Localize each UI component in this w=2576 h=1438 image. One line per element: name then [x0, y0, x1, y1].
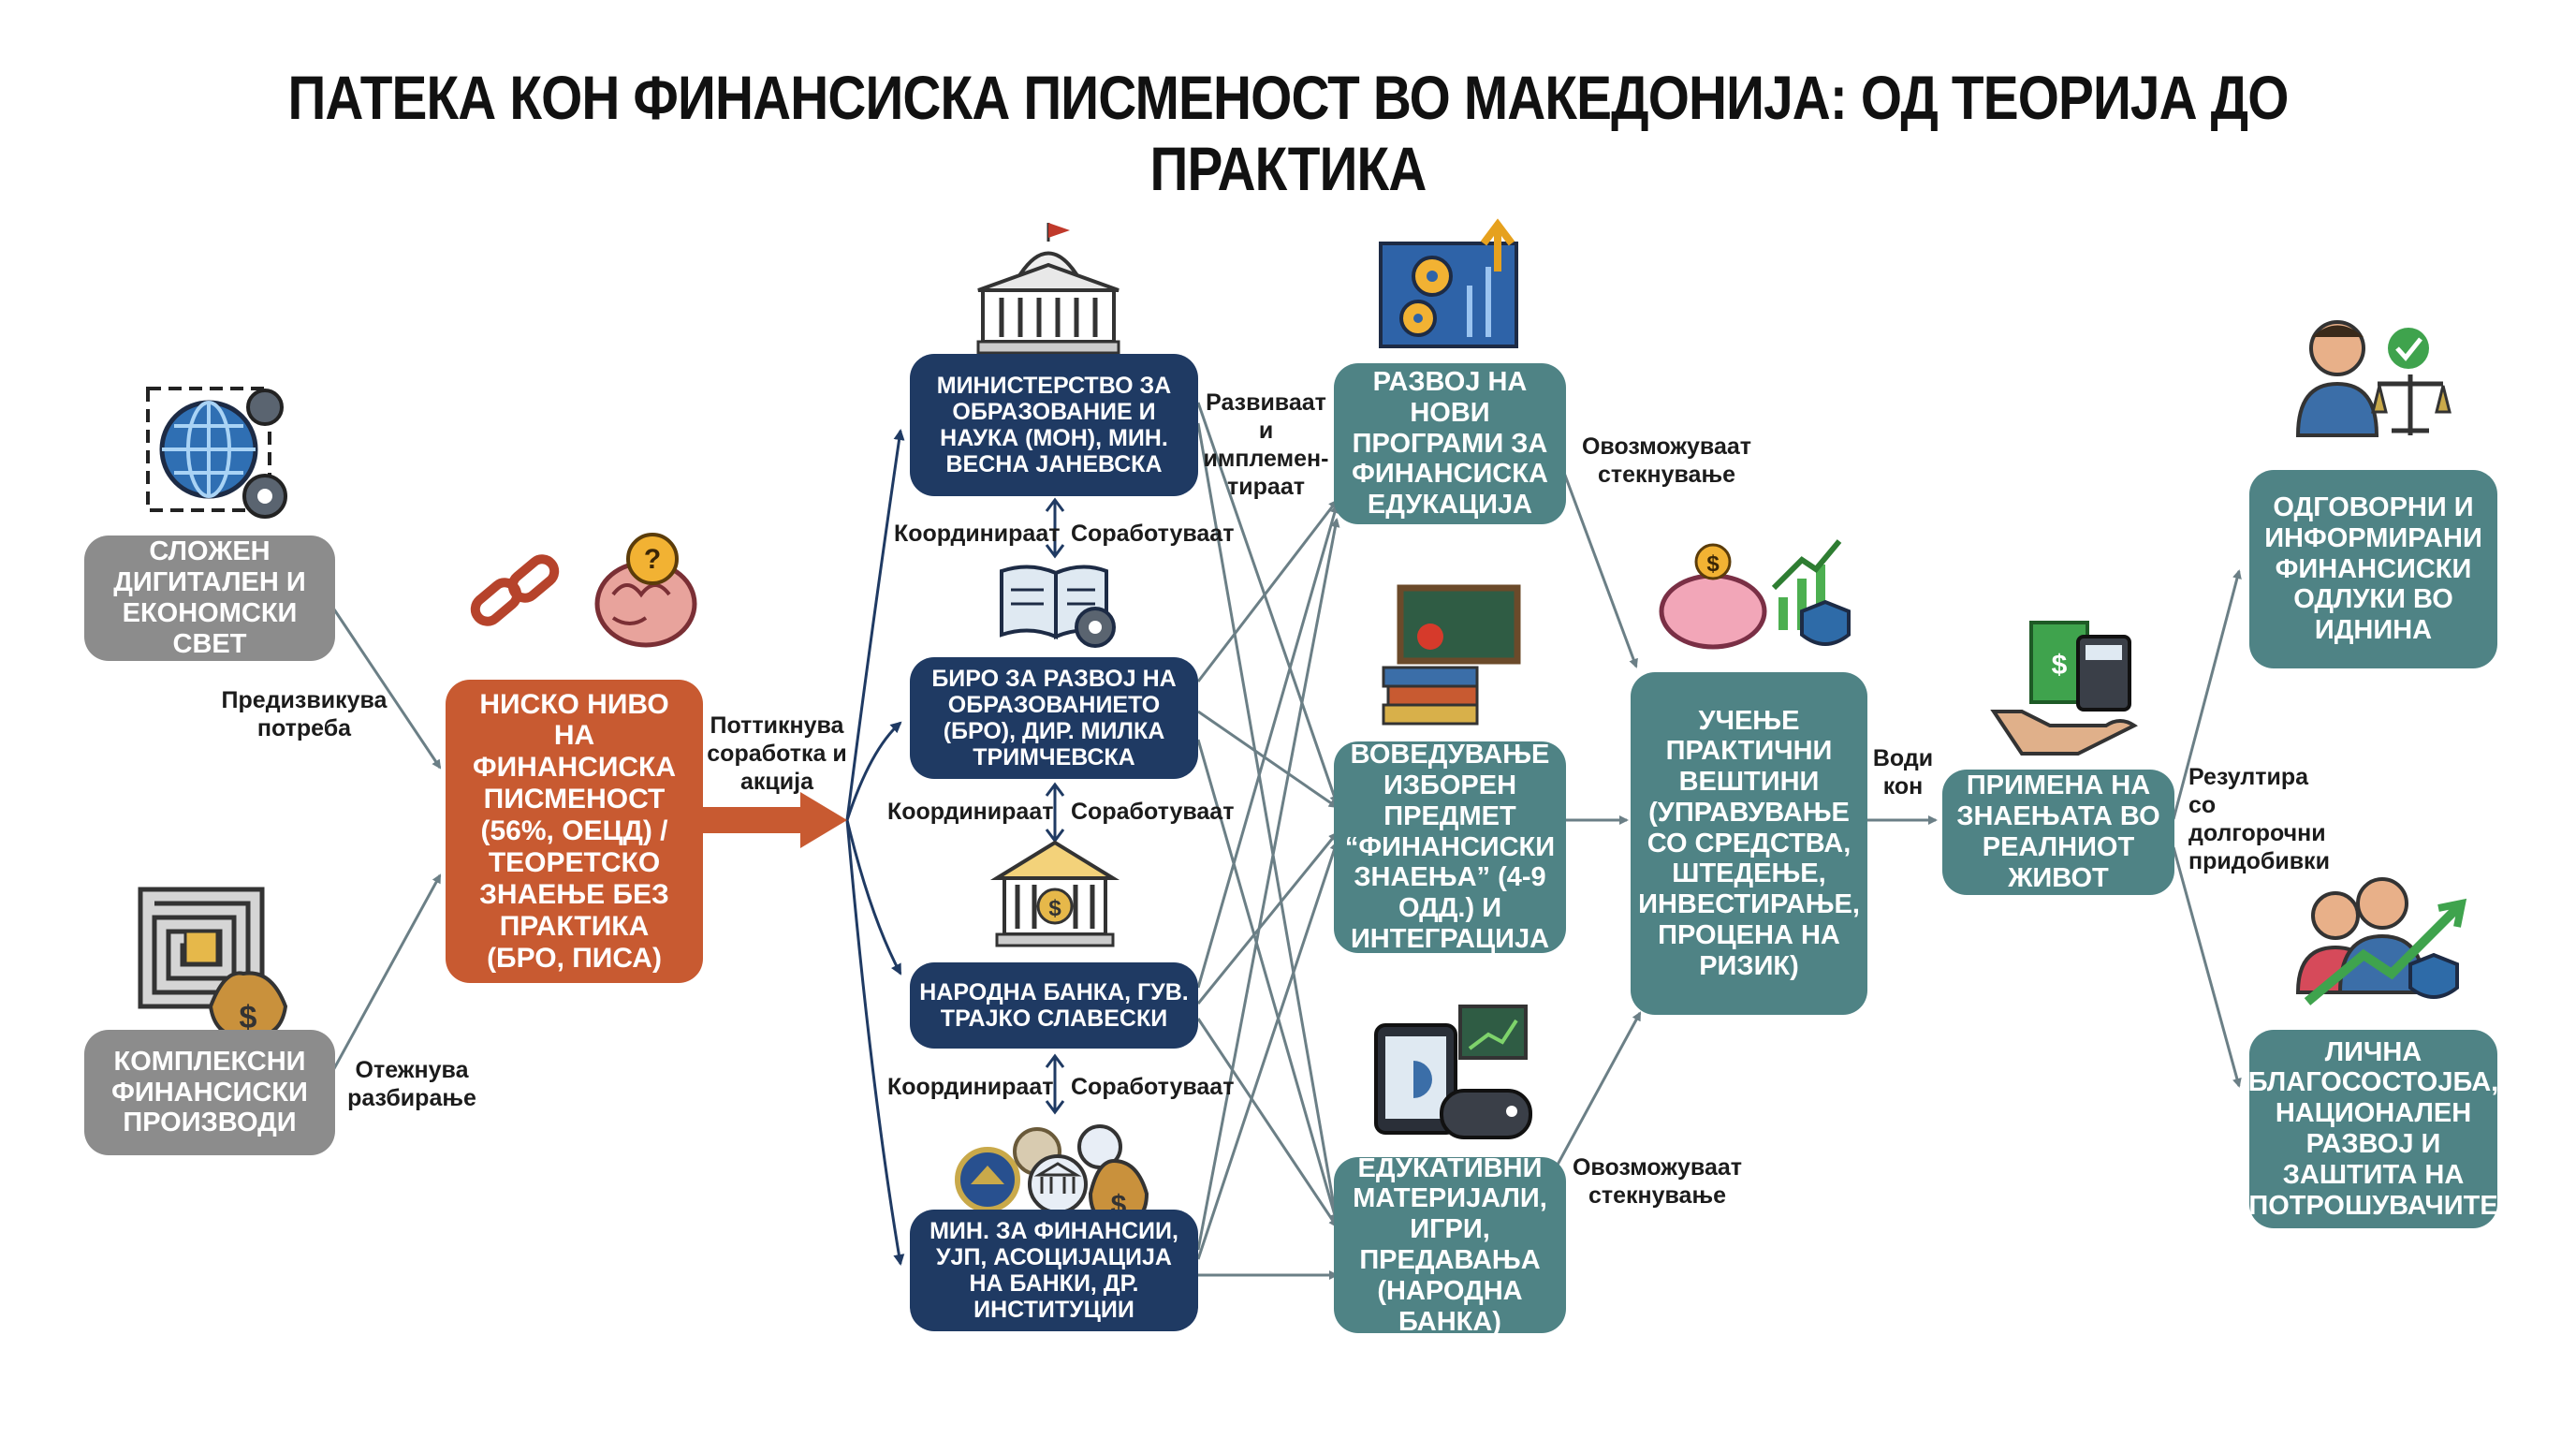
box-practical-skills: УЧЕЊЕ ПРАКТИЧНИ ВЕШТИНИ (УПРАВУВАЊЕ СО С…	[1631, 672, 1867, 1015]
arrow-nbank-materials	[1196, 1018, 1339, 1228]
maze-money-icon: $	[138, 887, 288, 1039]
label-cooperate-3: Соработуваат	[1071, 1074, 1235, 1100]
label-enable-acquisition-1: Овозможуваат стекнување	[1581, 433, 1752, 488]
box-digital-world: СЛОЖЕН ДИГИТАЛЕН И ЕКОНОМСКИ СВЕТ	[84, 536, 335, 661]
box-nbank: НАРОДНА БАНКА, ГУВ. ТРАЈКО СЛАВЕСКИ	[910, 962, 1198, 1049]
arrow-apply-decisions	[2172, 569, 2242, 820]
big-orange-arrow	[702, 792, 847, 848]
chalkboard-books-icon	[1382, 584, 1521, 726]
label-coordinate-2: Координираат	[887, 799, 1054, 825]
arrow-mon-subject	[1196, 402, 1339, 805]
box-low-literacy: НИСКО НИВО НА ФИНАНСИСКА ПИСМЕНОСТ (56%,…	[446, 680, 703, 983]
svg-text:$: $	[240, 1000, 257, 1035]
arrow-fan-nbank	[845, 819, 902, 976]
box-complex-products: КОМПЛЕКСНИ ФИНАНСИСКИ ПРОИЗВОДИ	[84, 1030, 335, 1155]
box-mon: МИНИСТЕРСТВО ЗА ОБРАЗОВАНИЕ И НАУКА (МОН…	[910, 354, 1198, 496]
tablet-gamepad-icon	[1374, 1005, 1532, 1139]
arrow-nbank-programs	[1196, 504, 1339, 989]
piggybank-growth-icon: $	[1659, 539, 1851, 650]
arrow-minfin-programs	[1196, 518, 1340, 1251]
arrow-materials-skills	[1550, 1011, 1642, 1176]
label-coordinate-1: Координираат	[894, 521, 1061, 547]
arrow-fan-bro	[845, 721, 902, 821]
label-cooperate-2: Соработуваат	[1071, 799, 1235, 825]
arrow-digital-low	[330, 606, 442, 770]
svg-text:$: $	[2052, 650, 2068, 681]
arrow-products-low	[330, 873, 442, 1073]
label-cooperate-1: Соработуваат	[1071, 521, 1235, 547]
label-prompts-cooperation: Поттикнува соработка и акција	[707, 712, 847, 795]
money-hand-calculator-icon: $	[1990, 621, 2138, 756]
box-minfin: МИН. ЗА ФИНАНСИИ, УЈП, АСОЦИЈАЦИЈА НА БА…	[910, 1210, 1198, 1331]
label-causes-need: Предизвикува потреба	[221, 687, 388, 741]
person-scales-icon	[2295, 320, 2452, 437]
svg-text:$: $	[1706, 551, 1720, 577]
blueprint-gears-icon	[1379, 218, 1518, 348]
government-building-icon	[976, 223, 1120, 355]
label-leads-to: Води кон	[1872, 745, 1934, 800]
arrow-fan-mon	[845, 429, 905, 821]
box-elective-subject: ВОВЕДУВАЊЕ ИЗБОРЕН ПРЕДМЕТ “ФИНАНСИСКИ З…	[1334, 740, 1566, 954]
label-long-term-benefits: Резултира со долгорочни придобивки	[2188, 764, 2330, 874]
arrow-minfin-subject	[1196, 841, 1339, 1260]
box-personal-wellbeing: ЛИЧНА БЛАГОСОСТОЈБА, НАЦИОНАЛЕН РАЗВОЈ И…	[2248, 1030, 2498, 1228]
globe-gears-icon	[146, 387, 287, 519]
arrow-programs-skills	[1550, 439, 1638, 668]
arrow-bro-programs	[1196, 499, 1339, 682]
box-bro: БИРО ЗА РАЗВОЈ НА ОБРАЗОВАНИЕТО (БРО), Д…	[910, 657, 1198, 779]
arrow-bro-subject	[1197, 710, 1339, 809]
double-arrows	[1045, 497, 1065, 1115]
broken-chain-brain-icon: ?	[470, 533, 697, 648]
box-educational-materials: ЕДУКАТИВНИ МАТЕРИЈАЛИ, ИГРИ, ПРЕДАВАЊА (…	[1334, 1153, 1566, 1337]
box-real-life-application: ПРИМЕНА НА ЗНАЕЊАТА ВО РЕАЛНИОТ ЖИВОТ	[1942, 770, 2174, 895]
arrow-mon-materials	[1196, 422, 1340, 1224]
label-hinders-understanding: Отежнува разбирање	[347, 1057, 476, 1111]
label-enable-acquisition-2: Овозможуваат стекнување	[1572, 1154, 1743, 1209]
box-new-programs: РАЗВОЈ НА НОВИ ПРОГРАМИ ЗА ФИНАНСИСКА ЕД…	[1334, 363, 1566, 524]
book-gear-icon	[1000, 565, 1116, 648]
label-develop-implement: Развиваат и имплемен- тираат	[1203, 389, 1329, 500]
svg-text:$: $	[1048, 896, 1061, 921]
label-coordinate-3: Координираат	[887, 1074, 1054, 1100]
arrow-apply-wellbeing	[2172, 846, 2242, 1088]
box-responsible-decisions: ОДГОВОРНИ И ИНФОРМИРАНИ ФИНАНСИСКИ ОДЛУК…	[2249, 470, 2497, 668]
arrow-nbank-subject	[1196, 831, 1339, 1005]
arrow-bro-materials	[1196, 739, 1339, 1224]
bank-icon: $	[989, 840, 1120, 947]
page-title: ПАТЕКА КОН ФИНАНСИСКА ПИСМЕНОСТ ВО МАКЕД…	[287, 63, 2289, 203]
arrow-fan-minfin	[845, 819, 905, 1266]
institution-logos-icon: $	[955, 1124, 1149, 1226]
family-growth-icon	[2295, 877, 2467, 1005]
svg-text:?: ?	[644, 544, 661, 575]
